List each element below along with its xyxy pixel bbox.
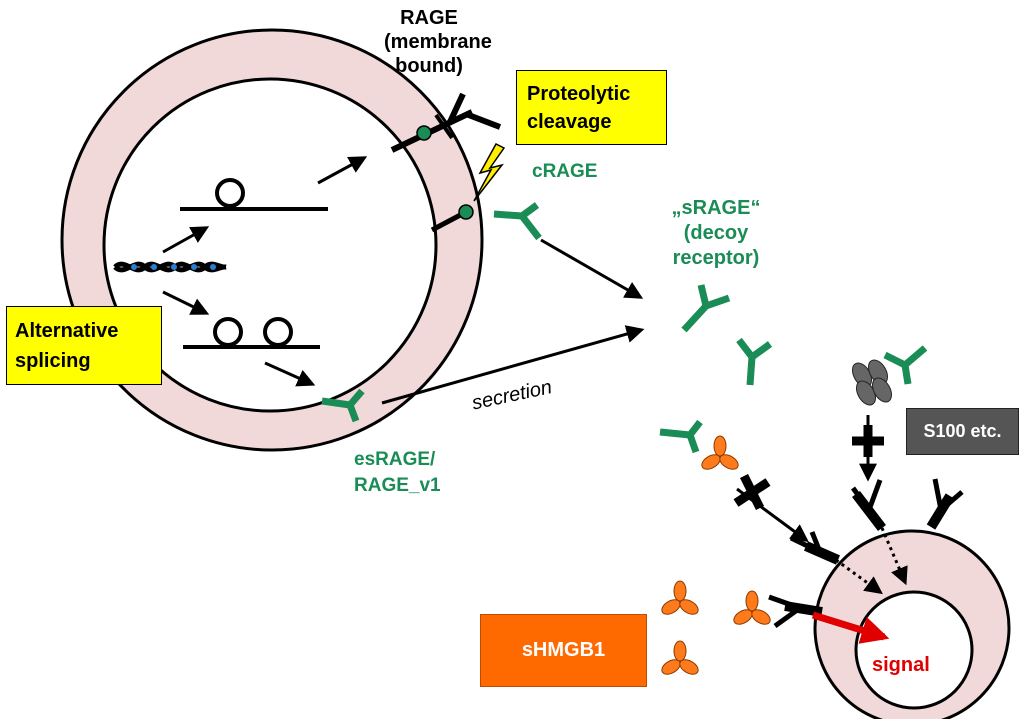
block-cross-icon	[852, 425, 884, 457]
small-cell-interior	[854, 590, 974, 710]
srage-line2: (decoy	[683, 222, 749, 244]
s100-box: S100 etc.	[906, 408, 1019, 455]
srage-label: „sRAGE“ (decoy receptor)	[660, 196, 772, 271]
y-receptor-icon	[883, 345, 928, 385]
alternative-line2: splicing	[15, 349, 91, 372]
rage-label: RAGE (membrane bound)	[384, 6, 492, 78]
rage-sub1: (membrane	[384, 31, 492, 53]
block-cross-icon	[733, 473, 771, 511]
shmgb1-box: sHMGB1	[480, 614, 647, 687]
rage-membrane-receptor	[390, 92, 502, 153]
lightning-icon	[473, 143, 506, 202]
proteolytic-line1: Proteolytic	[527, 82, 631, 105]
esrage-line1: esRAGE/	[354, 449, 436, 470]
y-receptor-icon	[321, 388, 365, 423]
ligand-cluster-icon	[852, 359, 892, 406]
y-receptor-icon	[493, 202, 542, 241]
esrage-label: esRAGE/ RAGE_v1	[354, 447, 441, 499]
esrage-line2: RAGE_v1	[354, 475, 441, 496]
y-receptor-icon	[681, 284, 731, 333]
y-receptor-icon	[736, 337, 773, 386]
alternative-line1: Alternative	[15, 319, 119, 342]
proteolytic-line2: cleavage	[527, 110, 612, 133]
y-receptor-icon	[659, 419, 703, 454]
rage-sub2: bound)	[395, 55, 463, 77]
proteolytic-cleavage-box: Proteolytic cleavage	[516, 70, 667, 145]
crage-label: cRAGE	[532, 161, 598, 182]
rage-title: RAGE	[400, 7, 458, 29]
alternative-splicing-box: Alternative splicing	[6, 306, 162, 385]
dna-helix-icon	[113, 261, 227, 273]
srage-line3: receptor)	[672, 247, 760, 269]
srage-line1: „sRAGE“	[671, 197, 761, 219]
signal-label: signal	[872, 654, 930, 676]
